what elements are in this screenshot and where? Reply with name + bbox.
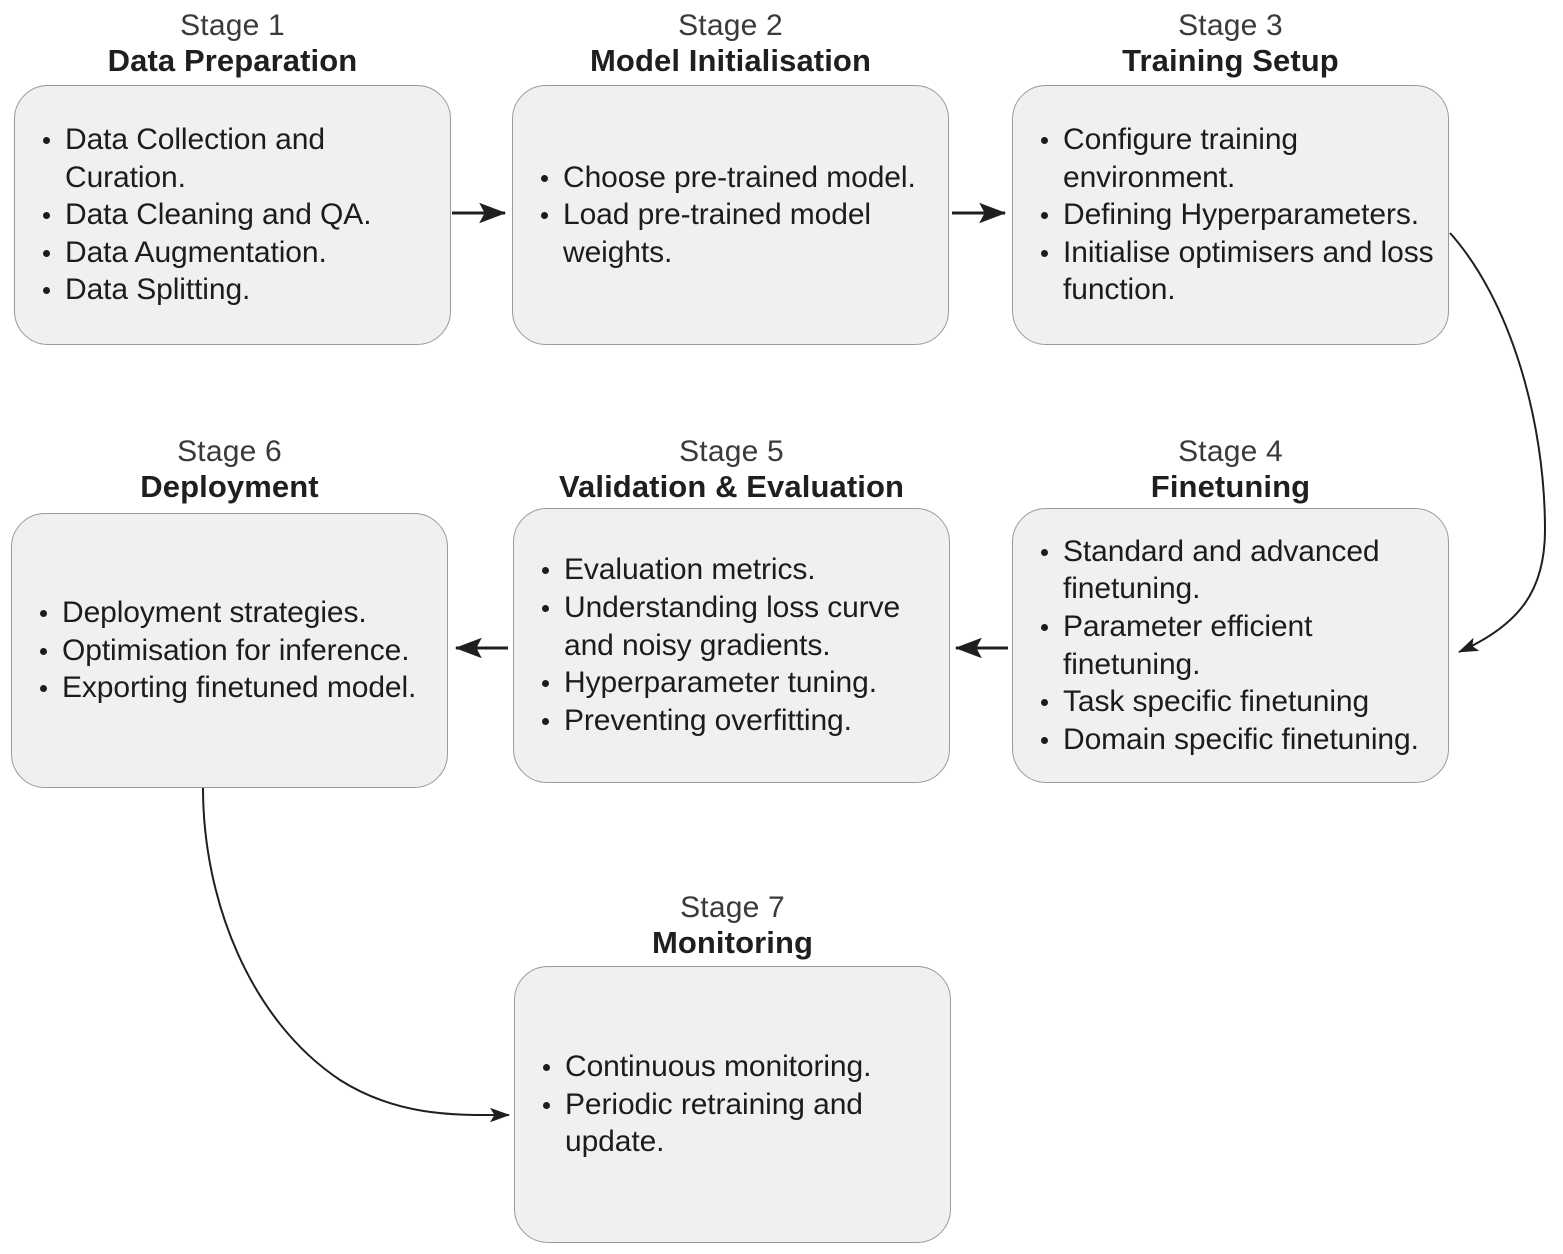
list-item: Initialise optimisers and loss function. [1035,234,1434,309]
stage-7-header: Stage 7 Monitoring [514,890,951,962]
stage-6-title: Deployment [140,469,319,505]
stage-2-bullet-list: Choose pre-trained model. Load pre-train… [513,159,948,272]
stage-1-bullet-list: Data Collection and Curation. Data Clean… [15,121,450,309]
stage-1-header: Stage 1 Data Preparation [14,8,451,80]
list-item: Data Augmentation. [37,234,436,272]
list-item: Data Cleaning and QA. [37,196,436,234]
stage-5-bullet-list: Evaluation metrics. Understanding loss c… [514,551,949,739]
stage-2-title: Model Initialisation [589,43,871,79]
list-item: Deployment strategies. [34,594,433,632]
stage-6-number: Stage 6 [177,435,282,468]
stage-6-header: Stage 6 Deployment [11,434,448,506]
list-item: Task specific finetuning [1035,683,1434,721]
stage-4-bullet-list: Standard and advanced finetuning. Parame… [1013,533,1448,759]
stage-4-header: Stage 4 Finetuning [1012,434,1449,506]
stage-7-box[interactable]: Continuous monitoring. Periodic retraini… [514,966,951,1243]
stage-6-bullet-list: Deployment strategies. Optimisation for … [12,594,447,707]
arrow-stage6-to-stage7 [202,787,510,1123]
stage-1-box[interactable]: Data Collection and Curation. Data Clean… [14,85,451,345]
list-item: Configure training environment. [1035,121,1434,196]
stage-2-number: Stage 2 [678,9,783,42]
list-item: Defining Hyperparameters. [1035,196,1434,234]
list-item: Standard and advanced finetuning. [1035,533,1434,608]
stage-7-number: Stage 7 [680,891,785,924]
stage-4-number: Stage 4 [1178,435,1283,468]
list-item: Preventing overfitting. [536,702,935,740]
stage-1-number: Stage 1 [180,9,285,42]
stage-2-box[interactable]: Choose pre-trained model. Load pre-train… [512,85,949,345]
list-item: Periodic retraining and update. [537,1086,936,1161]
stage-6-box[interactable]: Deployment strategies. Optimisation for … [11,513,448,788]
list-item: Domain specific finetuning. [1035,721,1434,759]
list-item: Continuous monitoring. [537,1048,936,1086]
list-item: Choose pre-trained model. [535,159,934,197]
stage-7-title: Monitoring [651,925,814,961]
stage-7-bullet-list: Continuous monitoring. Periodic retraini… [515,1048,950,1161]
list-item: Load pre-trained model weights. [535,196,934,271]
stage-1-title: Data Preparation [107,43,358,79]
stage-3-number: Stage 3 [1178,9,1283,42]
stage-5-number: Stage 5 [679,435,784,468]
stage-5-title: Validation & Evaluation [558,469,905,505]
stage-5-header: Stage 5 Validation & Evaluation [513,434,950,506]
list-item: Parameter efficient finetuning. [1035,608,1434,683]
stage-4-box[interactable]: Standard and advanced finetuning. Parame… [1012,508,1449,783]
list-item: Hyperparameter tuning. [536,664,935,702]
list-item: Understanding loss curve and noisy gradi… [536,589,935,664]
stage-4-title: Finetuning [1150,469,1311,505]
stage-2-header: Stage 2 Model Initialisation [512,8,949,80]
list-item: Data Splitting. [37,271,436,309]
stage-5-box[interactable]: Evaluation metrics. Understanding loss c… [513,508,950,783]
list-item: Optimisation for inference. [34,632,433,670]
arrow-stage3-to-stage4 [1449,232,1547,653]
stage-3-box[interactable]: Configure training environment. Defining… [1012,85,1449,345]
list-item: Data Collection and Curation. [37,121,436,196]
list-item: Evaluation metrics. [536,551,935,589]
stage-3-bullet-list: Configure training environment. Defining… [1013,121,1448,309]
stage-3-title: Training Setup [1122,43,1339,79]
list-item: Exporting finetuned model. [34,669,433,707]
stage-3-header: Stage 3 Training Setup [1012,8,1449,80]
